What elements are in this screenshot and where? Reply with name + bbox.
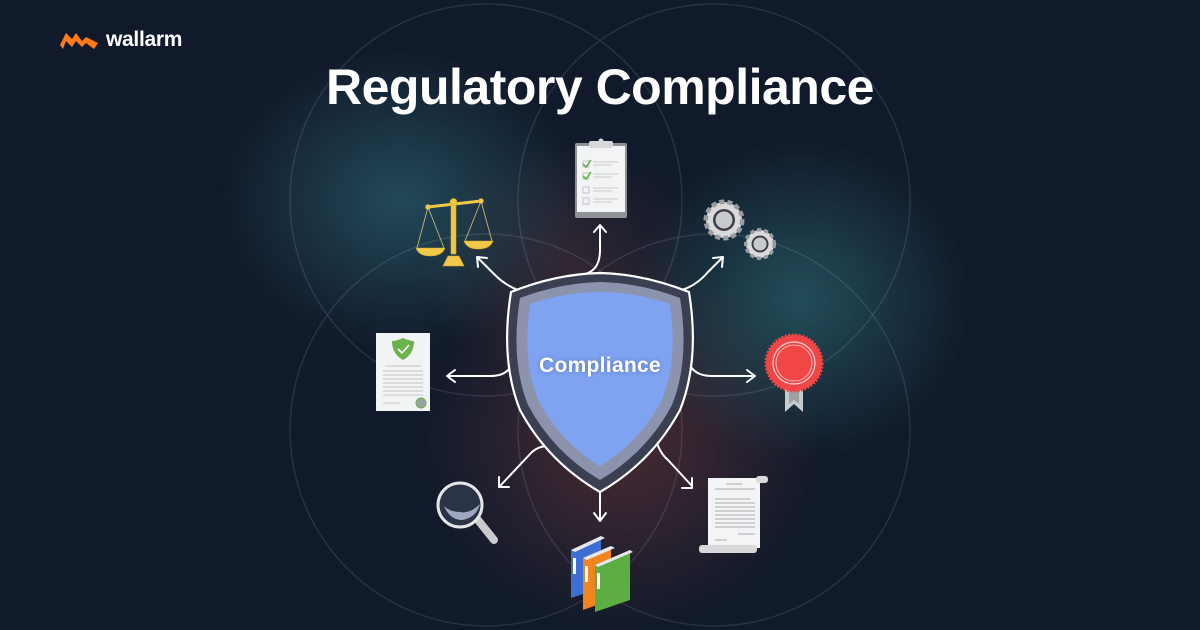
binders-icon	[571, 536, 633, 612]
shield-label: Compliance	[538, 354, 662, 377]
page-title: Regulatory Compliance	[326, 59, 874, 115]
clipboard-checklist-icon	[575, 138, 627, 218]
certificate-shield-icon	[376, 333, 430, 411]
wallarm-logo[interactable]: wallarm	[60, 28, 182, 52]
scales-of-justice-icon	[415, 198, 494, 267]
brand-name: wallarm	[106, 28, 183, 51]
award-ribbon-icon	[764, 333, 824, 412]
gears-icon	[703, 199, 776, 260]
magnifying-glass-icon	[436, 481, 498, 544]
document-scroll-icon	[699, 476, 768, 553]
wallarm-logo-icon	[60, 33, 98, 49]
shield-icon	[506, 271, 694, 494]
background-circles	[289, 3, 911, 627]
